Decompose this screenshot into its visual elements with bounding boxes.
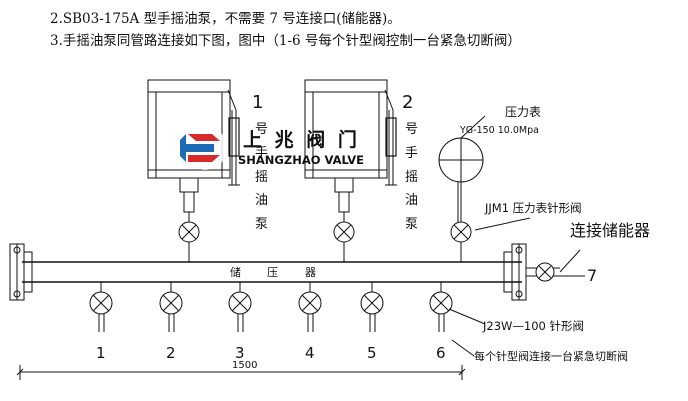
pump-2-number: 2 — [402, 92, 413, 113]
gauge-valve-leader — [474, 217, 531, 231]
valve-model-label: J23W—100 针形阀 — [482, 319, 584, 333]
valve-number-1: 1 — [96, 344, 106, 362]
pump-2-char-3: 摇 — [405, 170, 418, 185]
valve-number-5: 5 — [367, 344, 377, 362]
needle-valve-2 — [159, 282, 183, 332]
header-char-1: 储 — [230, 265, 241, 279]
note-line-3: 3.手摇油泵同管路连接如下图，图中（1-6 号每个针型阀控制一台紧急切断阀） — [50, 33, 521, 49]
pump-2-char-1: 号 — [405, 122, 418, 137]
shangzhao-logo — [180, 126, 227, 170]
valve-model-leader — [448, 308, 486, 325]
valve-number-6: 6 — [436, 344, 446, 362]
pump-2-char-2: 手 — [405, 146, 418, 161]
needle-valve-1 — [89, 282, 113, 332]
valve-number-3: 3 — [235, 344, 245, 362]
pump-1-number: 1 — [252, 92, 263, 113]
logo-cn-text: 上 兆 阀 门 — [243, 128, 360, 151]
note-line-2: 2.SB03-175A 型手摇油泵，不需要 7 号连接口(储能器)。 — [50, 11, 401, 27]
valve-note-leader — [451, 339, 475, 357]
accumulator-connection — [526, 249, 585, 282]
pump-1-char-2: 手 — [255, 146, 268, 161]
pump-1-char-3: 摇 — [255, 170, 268, 185]
pump-1-char-4: 油 — [255, 193, 268, 208]
pressure-gauge — [438, 115, 486, 222]
gauge-model: YG-150 10.0Mpa — [459, 125, 539, 136]
header-char-3: 器 — [305, 266, 316, 279]
gauge-valve-label: JJM1 压力表针形阀 — [484, 201, 582, 215]
needle-valve-4 — [298, 282, 322, 332]
needle-valve-6 — [429, 282, 453, 332]
pump-2-char-5: 泵 — [405, 217, 418, 232]
valve-number-2: 2 — [166, 344, 176, 362]
valve-number-4: 4 — [305, 344, 315, 362]
gauge-needle-valve — [450, 221, 472, 262]
hand-pump-2 — [304, 79, 397, 222]
dimension-label: 1500 — [232, 360, 257, 371]
pump-1-valve — [178, 221, 200, 262]
dimension-line — [16, 365, 466, 380]
needle-valve-5 — [360, 282, 384, 332]
pump-2-char-4: 油 — [405, 193, 418, 208]
pump-1-char-1: 号 — [255, 122, 268, 137]
valve-note-label: 每个针型阀连接一台紧急切断阀 — [474, 349, 628, 363]
header-pipe — [9, 243, 527, 301]
pump-1-char-5: 泵 — [255, 217, 268, 232]
needle-valve-3 — [228, 282, 252, 332]
gauge-title: 压力表 — [505, 105, 541, 119]
accumulator-label: 连接储能器 — [570, 221, 650, 240]
hand-pump-1 — [147, 79, 240, 222]
logo-en-text: SHANGZHAO VALVE — [238, 153, 364, 167]
accumulator-number: 7 — [587, 266, 597, 285]
header-char-2: 压 — [267, 266, 278, 279]
pump-2-valve — [333, 221, 355, 262]
